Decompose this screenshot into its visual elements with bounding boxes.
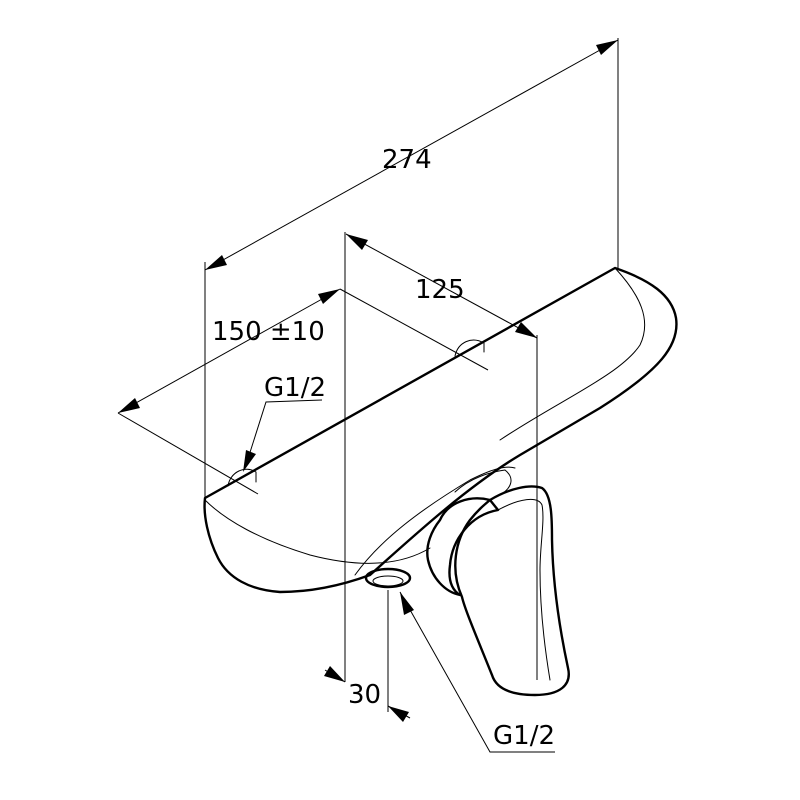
label-inlet-g12: G1/2 [264, 373, 326, 403]
inlet-stubs [227, 339, 485, 487]
mixer-lever [426, 485, 570, 697]
lever-inner-edge [497, 498, 551, 681]
dim-274-label: 274 [382, 145, 432, 175]
leader-outlet-g12: G1/2 [399, 591, 555, 753]
ext-inlet-right-diag [339, 288, 489, 371]
leader-inlet-g12: G1/2 [243, 373, 326, 472]
dim-125-arrow-right [515, 322, 537, 338]
leader-outlet-arrow [400, 592, 414, 615]
dim-125-arrow-left [346, 234, 368, 250]
dim-150-label: 150 ±10 [212, 317, 325, 347]
outlet-connector [364, 567, 412, 589]
dim-30-label: 30 [348, 680, 381, 710]
dim-274-line [204, 39, 619, 271]
cartridge-housing [426, 497, 500, 597]
body-inner-curve [454, 469, 512, 496]
outlet-ring-outer [364, 567, 412, 589]
body-lower-sweep [354, 466, 516, 576]
ext-inlet-left-diag [117, 412, 259, 495]
leader-outlet-line [399, 591, 555, 753]
mixer-body [203, 266, 678, 594]
dim-150: 150 ±10 [117, 288, 341, 414]
label-outlet-g12: G1/2 [493, 721, 555, 751]
dim-274: 274 [204, 39, 619, 271]
dim-150-line [117, 288, 341, 414]
dim-150-arrow-right [318, 289, 340, 304]
dim-30: 30 [324, 666, 411, 722]
body-front-edge [204, 499, 431, 564]
leader-inlet-line [245, 399, 323, 466]
dim-274-arrow-right [596, 40, 618, 55]
dim-274-arrow-left [205, 255, 227, 270]
dim-30-arrow-left [324, 666, 345, 682]
leader-inlet-arrow [243, 450, 256, 472]
outlet-ring-inner [372, 575, 404, 587]
dim-125-line [345, 233, 538, 339]
dim-150-arrow-left [118, 398, 140, 413]
mixer-body-outline [203, 266, 678, 594]
body-top-face-line [499, 267, 646, 441]
inlet-stub-left [227, 468, 257, 487]
extension-lines [117, 38, 619, 712]
dim-125-label: 125 [415, 275, 465, 305]
lever-handle [454, 485, 570, 697]
dim-30-arrow-right [388, 706, 409, 722]
dim-125: 125 [345, 233, 538, 339]
inlet-stub-right [454, 339, 485, 357]
